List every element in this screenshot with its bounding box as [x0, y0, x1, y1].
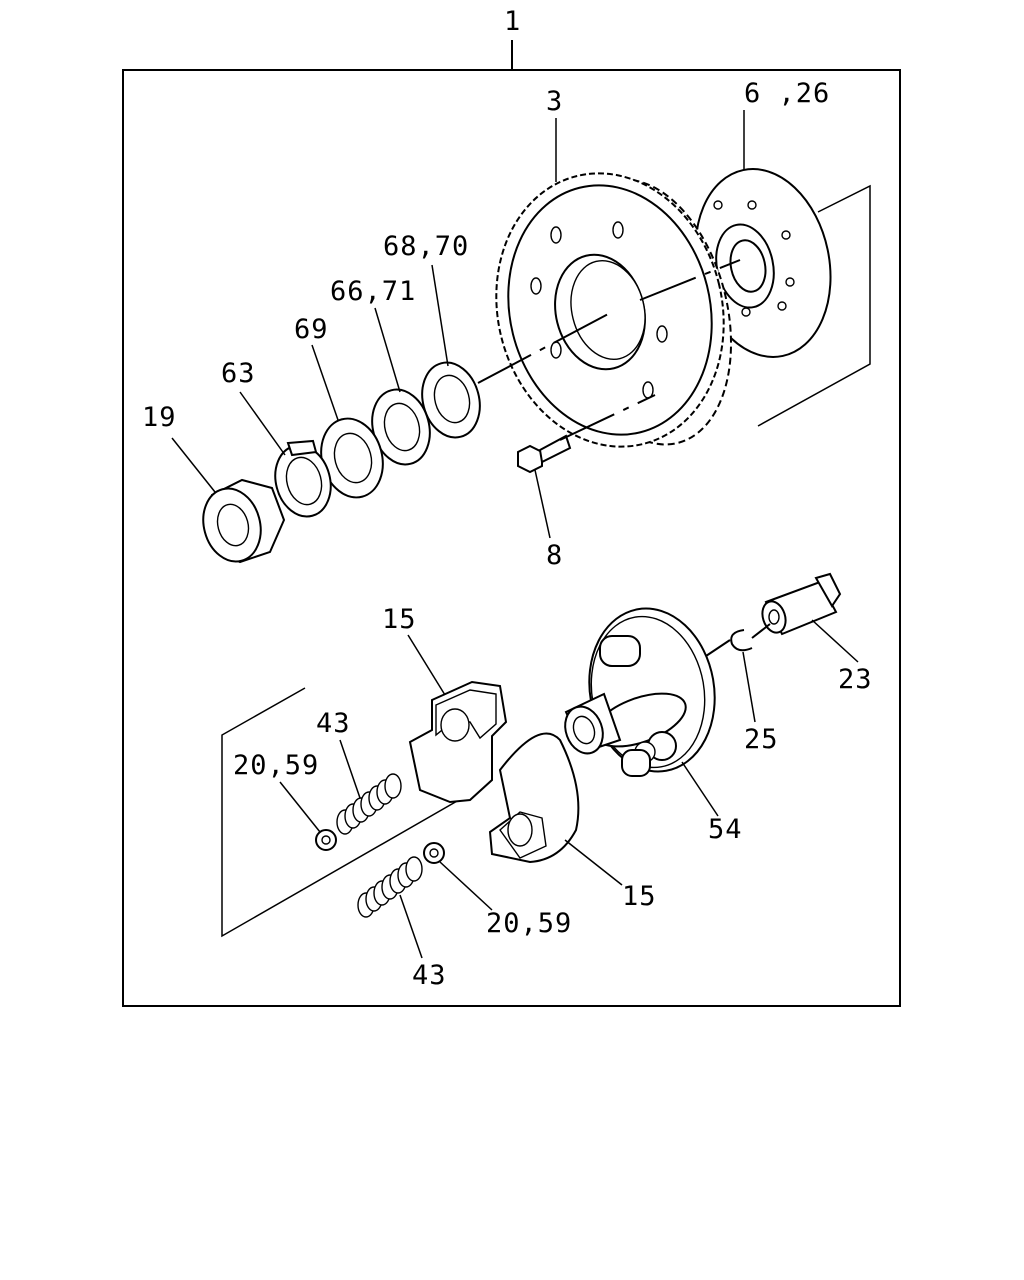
callout-43-left: 43	[316, 708, 351, 739]
leader-43-left	[339, 739, 361, 799]
callout-54: 54	[708, 814, 743, 845]
leader-20-59-left	[279, 781, 321, 833]
callout-66-71: 66,71	[330, 276, 416, 307]
lock-washer-part	[274, 439, 332, 518]
callout-68-70: 68,70	[383, 231, 469, 262]
callout-6-26: 6 ,26	[744, 78, 830, 109]
callout-20-59-left: 20,59	[233, 750, 319, 781]
leader-69	[311, 344, 339, 421]
hub-part	[694, 168, 832, 358]
callout-63: 63	[221, 358, 256, 389]
snap-ring-part	[730, 629, 753, 652]
leader-54	[681, 761, 719, 817]
leader-19	[171, 437, 216, 493]
nut-part	[202, 478, 286, 564]
callout-23: 23	[838, 664, 873, 695]
washer-68-70-part	[421, 361, 481, 439]
leader-66-71	[374, 307, 401, 393]
washer-69-part	[320, 417, 384, 499]
callout-15-lower: 15	[622, 881, 657, 912]
weight-lower-part	[488, 732, 580, 864]
leader-15-upper	[407, 634, 446, 696]
callout-15-upper: 15	[382, 604, 417, 635]
axis-line-pin	[751, 623, 771, 639]
callout-43-lower: 43	[412, 960, 447, 991]
leader-43-lower	[399, 894, 423, 959]
callout-20-59-right: 20,59	[486, 908, 572, 939]
assembly-frame	[122, 69, 901, 1007]
timing-gear-part	[495, 172, 733, 448]
callout-19: 19	[142, 402, 177, 433]
callout-25: 25	[744, 724, 779, 755]
axis-line-upper	[477, 311, 613, 384]
bolt-part	[517, 434, 572, 474]
leader-25	[742, 651, 756, 723]
weight-upper-part	[408, 680, 508, 804]
pin-part	[761, 572, 842, 636]
axis-line-bolt	[559, 394, 656, 441]
seat-right-part	[423, 842, 445, 864]
lower-bracket-line	[221, 687, 486, 938]
washer-66-71-part	[371, 388, 431, 466]
axis-line-ring	[705, 639, 731, 657]
callout-8: 8	[546, 540, 563, 571]
axis-line-hub	[639, 259, 741, 301]
leader-8	[534, 469, 551, 539]
spring-left-part	[336, 773, 402, 835]
flange-part	[564, 607, 716, 777]
leader-23	[811, 619, 859, 663]
callout-1: 1	[504, 6, 521, 37]
spring-lower-part	[357, 856, 423, 918]
callout-69: 69	[294, 314, 329, 345]
hub-bracket-line	[757, 184, 871, 427]
seat-left-part	[315, 829, 337, 851]
leader-68-70	[431, 264, 449, 367]
leader-63	[239, 391, 286, 456]
leader-15-lower	[564, 839, 623, 886]
callout-3: 3	[546, 86, 563, 117]
leader-20-59-right	[439, 861, 493, 911]
